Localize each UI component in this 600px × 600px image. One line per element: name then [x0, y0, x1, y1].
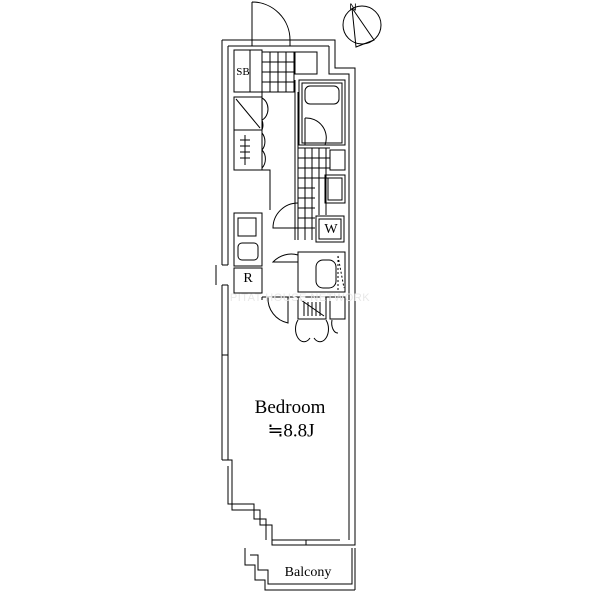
hallway-walls [261, 80, 299, 240]
washroom [272, 147, 346, 240]
closets [233, 96, 269, 171]
entrance-door [251, 1, 291, 47]
refrigerator-space [233, 267, 263, 294]
kitchen [233, 212, 263, 267]
refrigerator-label: R [243, 271, 253, 286]
compass-icon [342, 5, 382, 48]
balcony-outline [244, 548, 356, 591]
watermark: PITAT HOUSE NETWORK [229, 292, 371, 304]
bathroom [298, 79, 346, 146]
compass-north-label: N [349, 2, 357, 14]
bedroom-doors-and-closet [261, 296, 346, 343]
balcony-window [272, 539, 340, 546]
bedroom-size: ≒8.8J [267, 420, 315, 442]
washer-label: W [324, 222, 338, 237]
washer-space [315, 215, 345, 243]
balcony-label: Balcony [284, 565, 332, 580]
outer-walls [215, 39, 356, 546]
toilet-room [271, 251, 346, 293]
shoe-box-label: SB [236, 66, 250, 78]
entrance-tiles [261, 51, 318, 93]
bedroom-label: Bedroom [254, 397, 326, 418]
